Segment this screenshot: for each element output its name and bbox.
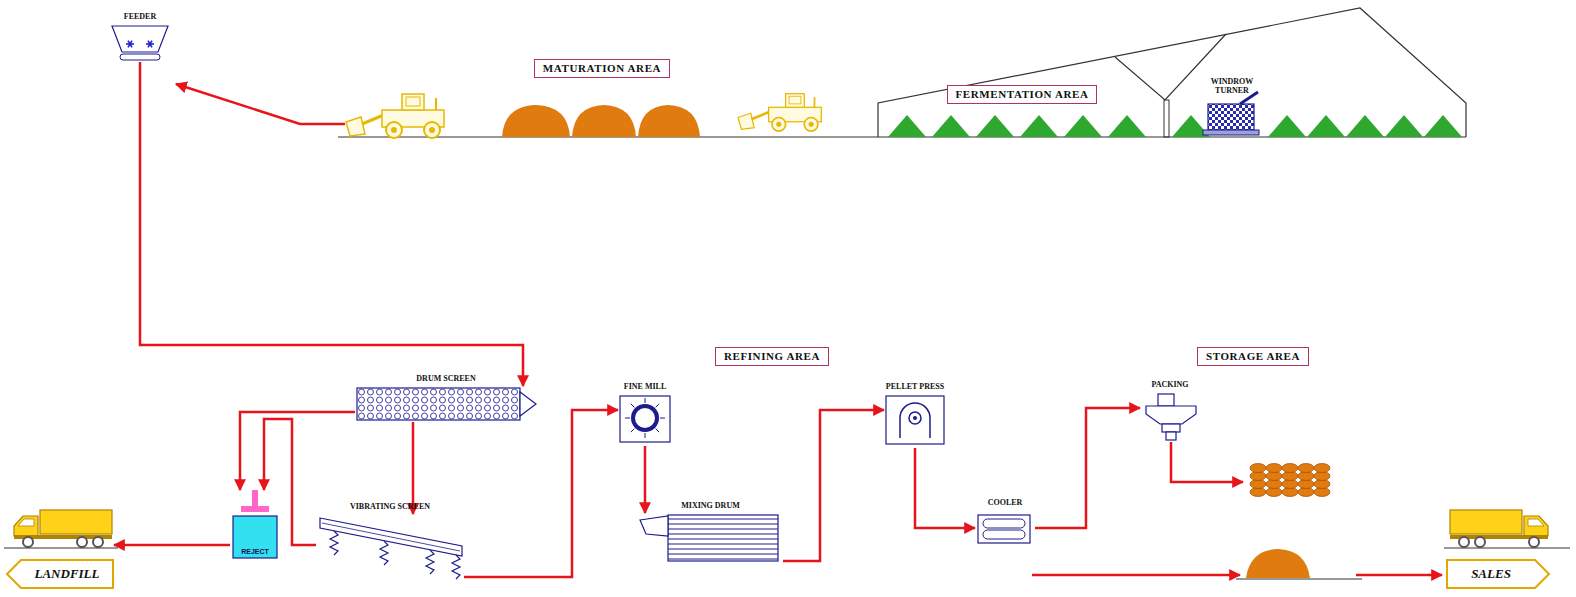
equipment-unit: MIXING DRUM xyxy=(638,513,783,565)
equipment-unit: VIBRATING SCREEN xyxy=(316,514,464,580)
equipment-label: REJECT xyxy=(230,548,280,555)
equipment-label: FINE MILL xyxy=(624,382,666,391)
flow-arrow xyxy=(140,62,523,386)
area-title: MATURATION AREA xyxy=(543,62,661,75)
equipment-unit: DRUM SCREEN xyxy=(355,386,537,422)
area-title: STORAGE AREA xyxy=(1206,350,1300,363)
flow-arrow xyxy=(464,410,618,577)
equipment-label: LANDFILL xyxy=(20,559,114,589)
area-title: REFINING AREA xyxy=(724,350,820,363)
destination-tag: SALES xyxy=(1446,505,1550,589)
flow-arrow xyxy=(240,412,355,490)
equipment-label: PELLET PRESS xyxy=(886,382,944,391)
destination-tag: LANDFILL xyxy=(6,505,114,589)
equipment-label: MIXING DRUM xyxy=(681,501,739,510)
equipment-unit: COOLER xyxy=(975,510,1035,580)
flow-arrow xyxy=(644,446,647,513)
flow-arrow xyxy=(1035,408,1140,528)
equipment-label: SALES xyxy=(1446,559,1536,589)
equipment-label: WINDROW TURNER xyxy=(1205,77,1259,95)
flow-arrow xyxy=(412,422,415,514)
equipment-unit: PELLET PRESS xyxy=(884,394,946,448)
equipment-label: DRUM SCREEN xyxy=(416,374,475,383)
equipment-label: FEEDER xyxy=(124,12,156,21)
equipment-unit: WINDROW TURNER xyxy=(1203,98,1261,135)
equipment-unit: PACKING xyxy=(1140,392,1200,444)
area-label-box: REFINING AREA xyxy=(715,347,829,366)
equipment-label: COOLER xyxy=(988,498,1023,507)
equipment-unit: FINE MILL xyxy=(618,394,672,446)
flow-arrow xyxy=(114,544,230,547)
equipment-label: PACKING xyxy=(1151,380,1188,389)
area-label-box: FERMENTATION AREA xyxy=(947,85,1098,104)
flow-arrow xyxy=(915,448,975,528)
area-title: FERMENTATION AREA xyxy=(956,88,1089,101)
equipment-unit: FEEDER xyxy=(110,24,170,62)
equipment-label: VIBRATING SCREEN xyxy=(350,502,430,511)
area-label-box: STORAGE AREA xyxy=(1197,347,1309,366)
area-label-box: MATURATION AREA xyxy=(534,59,670,78)
reject-bin: REJECT xyxy=(230,490,280,562)
flow-arrow xyxy=(783,410,884,561)
